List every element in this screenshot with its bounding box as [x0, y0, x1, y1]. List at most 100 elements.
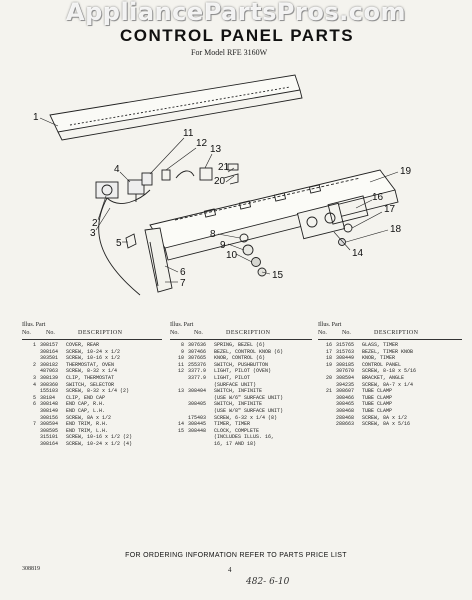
table-row: (INCLUDES ILLUS. 16, — [170, 434, 312, 441]
part-number: 308149 — [40, 407, 59, 414]
part-description: SCREW, 10-16 x 1/2 — [66, 355, 121, 362]
part-description: SCREW, 10-24 x 1/2 — [66, 348, 121, 355]
part-description: KNOB, CONTROL (6) — [214, 355, 266, 362]
header-part-no: No. — [194, 330, 203, 336]
part-number: 394235 — [336, 381, 355, 388]
callout-1: 1 — [33, 112, 39, 123]
part-description: TUBE CLAMP — [362, 394, 393, 401]
part-description: LIGHT, PILOT (OVEN) — [214, 368, 272, 375]
part-number: 308465 — [336, 401, 355, 408]
part-description: TUBE CLAMP — [362, 401, 393, 408]
part-description: TUBE CLAMP — [362, 388, 393, 395]
illus-number: 18 — [325, 355, 332, 362]
part-number: 308360 — [40, 381, 59, 388]
part-number: 307636 — [188, 342, 207, 348]
part-description: TUBE CLAMP — [362, 407, 393, 414]
part-description: KNOB, TIMER — [362, 355, 396, 362]
part-description: SWITCH, INFINITE — [214, 401, 263, 408]
callout-3: 3 — [90, 228, 96, 239]
angle-bracket-part — [223, 163, 239, 185]
part-description: GLASS, TIMER — [362, 342, 399, 348]
part-description: (SURFACE UNIT) — [214, 381, 257, 388]
illus-number: 4 — [32, 381, 36, 388]
part-description: SCREW, 8-18 x 5/16 — [362, 368, 417, 375]
header-description: DESCRIPTION — [78, 330, 123, 336]
part-description: SCREW, 8A-7 x 1/4 — [362, 381, 414, 388]
table-row: 308149 END CAP, L.H. — [22, 408, 162, 415]
part-description: LIGHT, PILOT — [214, 374, 251, 381]
part-number: 303501 — [40, 355, 59, 362]
part-description: SCREW, 8-32 x 1/4 — [66, 368, 118, 375]
part-description: 16, 17 AND 18) — [214, 440, 257, 447]
part-number: 288468 — [336, 414, 355, 421]
part-number: 308164 — [40, 348, 59, 355]
table-row: 308465 TUBE CLAMP — [318, 401, 462, 408]
part-description: CLIP, THERMOSTAT — [66, 374, 115, 381]
callout-20: 20 — [214, 176, 226, 187]
part-description: SCREW, 8A x 1/2 — [362, 414, 408, 421]
callout-11: 11 — [183, 128, 194, 139]
callout-2: 2 — [92, 218, 98, 229]
column-header: Illus. Part No. No. DESCRIPTION — [318, 322, 462, 340]
header-illus-part: Illus. Part — [170, 322, 194, 328]
part-number: 255376 — [188, 361, 207, 368]
part-number: 315101 — [40, 434, 59, 441]
part-number: 308449 — [336, 355, 355, 362]
illus-number: 20 — [325, 374, 332, 381]
part-number: 308466 — [336, 394, 355, 401]
header-part-no: No. — [342, 330, 351, 336]
callout-10: 10 — [226, 250, 238, 261]
illus-number: 17 — [325, 348, 332, 355]
site-watermark: AppliancePartsPros.com — [66, 0, 406, 26]
part-number: 308607 — [336, 388, 355, 395]
handwritten-note: 482- 6-10 — [246, 577, 290, 587]
part-number: 3377.9 — [188, 368, 207, 375]
table-row: 303501 SCREW, 10-16 x 1/2 — [22, 355, 162, 362]
callout-17: 17 — [384, 204, 396, 215]
part-number: 38184 — [40, 394, 56, 401]
part-description: SCREW, 8A x 5/16 — [362, 421, 411, 428]
header-illus-part: Illus. Part — [318, 322, 342, 328]
table-row: 308466 TUBE CLAMP — [318, 395, 462, 402]
end-cap-clip-part — [125, 233, 137, 249]
table-row: 308164 SCREW, 10-24 x 1/2 — [22, 349, 162, 356]
callout-13: 13 — [210, 144, 222, 155]
part-description: SWITCH, INFINITE — [214, 388, 263, 395]
callout-6: 6 — [180, 267, 186, 278]
illus-number: 8 — [180, 342, 184, 348]
part-number: 308185 — [336, 361, 355, 368]
part-number: 308448 — [188, 427, 207, 434]
table-row: 18 308449 KNOB, TIMER — [318, 355, 462, 362]
header-description: DESCRIPTION — [374, 330, 419, 336]
illus-number: 11 — [177, 361, 184, 368]
header-description: DESCRIPTION — [226, 330, 271, 336]
illus-number: 9 — [180, 348, 184, 355]
part-description: END TRIM, L.H. — [66, 427, 109, 434]
part-number: 308164 — [40, 440, 59, 447]
exploded-parts-diagram: 1 2 3 4 5 6 7 8 9 10 11 12 13 14 15 16 1… — [33, 74, 412, 296]
callout-21: 21 — [218, 162, 230, 173]
table-row: (USE W/6" SURFACE UNIT) — [170, 395, 312, 402]
rear-cover-part — [49, 74, 303, 141]
part-description: (USE W/8" SURFACE UNIT) — [214, 407, 284, 414]
part-description: END CAP, L.H. — [66, 407, 106, 414]
part-number: 308594 — [336, 374, 355, 381]
illus-number: 7 — [32, 421, 36, 428]
illus-number: 15 — [177, 427, 184, 434]
part-number: 308404 — [188, 388, 207, 395]
